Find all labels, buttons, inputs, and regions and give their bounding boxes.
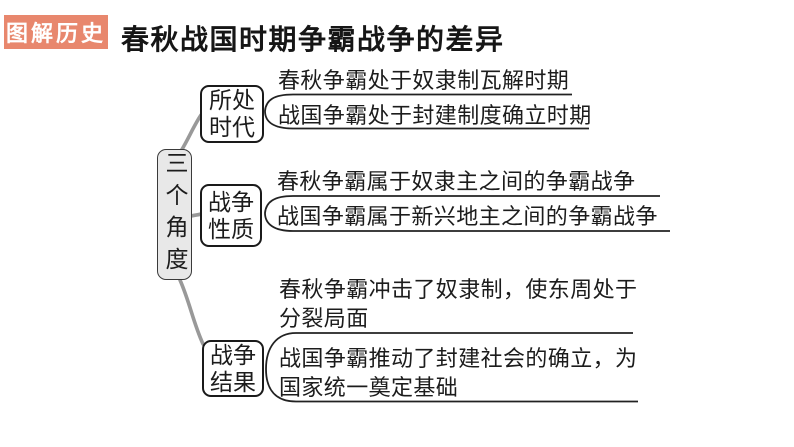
result-item-1-line2: 分裂局面 <box>279 306 369 331</box>
connector-era <box>179 113 203 153</box>
era-item-1: 春秋争霸处于奴隶制瓦解时期 <box>278 68 570 93</box>
branch-era-label-line1: 所处 <box>209 88 255 113</box>
connector-result <box>178 278 205 346</box>
result-item-2-line2: 国家统一奠定基础 <box>279 375 459 400</box>
header-badge: 图解历史 <box>4 15 108 49</box>
nature-item-2: 战国争霸属于新兴地主之间的争霸战争 <box>277 204 658 229</box>
branch-box-nature: 战争 性质 <box>200 184 262 247</box>
page-title: 春秋战国时期争霸战争的差异 <box>121 25 505 56</box>
root-node-label: 三个角度 <box>162 150 187 279</box>
branch-nature-label-line2: 性质 <box>208 216 254 242</box>
branch-result-label-line1: 战争 <box>210 342 256 368</box>
nature-item-1: 春秋争霸属于奴隶主之间的争霸战争 <box>277 169 636 194</box>
result-item-1-line1: 春秋争霸冲击了奴隶制，使东周处于 <box>279 277 638 302</box>
result-item-2-line1: 战国争霸推动了封建社会的确立，为 <box>279 346 638 371</box>
branch-nature-label-line1: 战争 <box>208 189 254 215</box>
era-item-2: 战国争霸处于封建制度确立时期 <box>278 103 592 128</box>
root-node: 三个角度 <box>157 149 192 280</box>
branch-result-label-line2: 结果 <box>210 369 256 395</box>
header-badge-label: 图解历史 <box>5 21 106 46</box>
branch-box-era: 所处 时代 <box>200 85 264 143</box>
branch-box-result: 战争 结果 <box>202 340 264 397</box>
branch-era-label-line2: 时代 <box>209 115 255 140</box>
